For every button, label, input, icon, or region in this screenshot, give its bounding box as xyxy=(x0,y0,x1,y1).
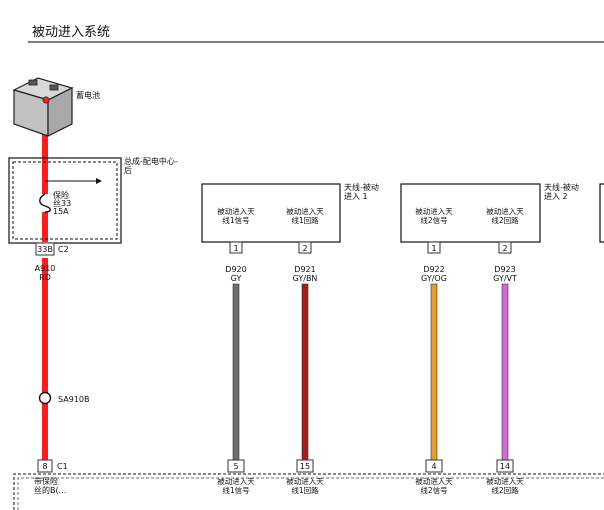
antenna2-pin2-bottom-pin: 14 xyxy=(500,462,510,471)
arrow-head-icon xyxy=(96,178,102,184)
power-center-label-1: 总成-配电中心- xyxy=(124,156,178,166)
antenna1-pin2-top-pin: 2 xyxy=(302,244,307,253)
antenna2-pin1-func-1: 被动进入天 xyxy=(415,206,453,216)
fuse-label-1: 保险 xyxy=(53,190,69,200)
antenna2-pin2-bottom-label-1: 被动进入天 xyxy=(486,476,524,486)
antenna1-pin2-bottom-pin-box xyxy=(296,459,314,473)
connector-c1-pin-label: 8 xyxy=(42,462,47,471)
antenna2-title-2: 进入 2 xyxy=(544,192,568,201)
main-wire-run xyxy=(42,258,48,460)
antenna2-pin1-top-pin-box xyxy=(427,241,441,254)
partial-module-box xyxy=(599,183,604,243)
fuse-rating: 15A xyxy=(53,207,69,216)
antenna2-pin1-bottom-label-2: 线2信号 xyxy=(420,485,447,495)
antenna1-title-1: 天线-被动 xyxy=(344,182,379,192)
antenna2-pin2-func-2: 线2回路 xyxy=(491,215,519,225)
connector-c2-name: C2 xyxy=(58,245,69,254)
main-wire-inside-lower xyxy=(42,212,48,242)
antenna1-pin1-wire-id: D920 xyxy=(225,265,246,274)
page-title: 被动进入系统 xyxy=(32,25,110,40)
antenna2-pin2-bottom-pin-box xyxy=(496,459,514,473)
battery-label: 蓄电池 xyxy=(76,90,100,100)
antenna1-pin1-top-pin: 1 xyxy=(233,244,238,253)
antenna1-pin2-wire xyxy=(301,283,309,461)
splice-label: SA910B xyxy=(58,395,89,404)
bottom-module-label-1: 带保险 xyxy=(34,476,58,486)
connector-c2-pin xyxy=(35,242,55,256)
battery-icon xyxy=(12,77,74,137)
antenna1-title-2: 进入 1 xyxy=(344,192,368,201)
fuse-label-2: 丝33 xyxy=(53,198,71,208)
antenna1-pin1-wire xyxy=(232,283,240,461)
splice-icon xyxy=(38,391,52,405)
main-wire-top xyxy=(42,134,48,158)
antenna-wires: 被动进入天线1信号1D920GY5被动进入天线1信号被动进入天线1回路2D921… xyxy=(217,206,524,495)
bottom-module-outline xyxy=(13,473,604,510)
antenna1-pin1-func-2: 线1信号 xyxy=(222,215,249,225)
antenna2-pin1-func-2: 线2信号 xyxy=(420,215,447,225)
antenna1-box xyxy=(201,183,341,243)
bottom-module-label-2: 丝的B(... xyxy=(34,485,66,495)
antenna1-pin2-func-1: 被动进入天 xyxy=(286,206,324,216)
antenna1-pin2-wire-color: GY/BN xyxy=(293,274,318,283)
antenna1-pin1-top-pin-box xyxy=(229,241,243,254)
antenna1-pin1-bottom-label-1: 被动进入天 xyxy=(217,476,255,486)
antenna1-pin1-bottom-pin: 5 xyxy=(233,462,238,471)
antenna1-pin1-wire-color: GY xyxy=(231,274,242,283)
power-center-inner xyxy=(12,161,118,240)
power-center-label-2: 后 xyxy=(124,165,132,175)
antenna2-pin2-func-1: 被动进入天 xyxy=(486,206,524,216)
antenna2-pin2-wire xyxy=(501,283,509,461)
antenna2-pin1-bottom-pin: 4 xyxy=(431,462,436,471)
bottom-module-inner xyxy=(17,477,604,510)
antenna1-pin2-wire-id: D921 xyxy=(294,265,315,274)
connector-c1-name: C1 xyxy=(57,462,68,471)
antenna1-pin2-top-pin-box xyxy=(298,241,312,254)
antenna1-pin1-bottom-label-2: 线1信号 xyxy=(222,485,249,495)
antenna2-pin2-top-pin: 2 xyxy=(502,244,507,253)
antenna2-pin1-bottom-pin-box xyxy=(425,459,443,473)
antenna2-pin2-wire-color: GY/VT xyxy=(493,274,517,283)
antenna1-pin2-func-2: 线1回路 xyxy=(291,215,319,225)
main-wire-inside xyxy=(42,158,48,194)
power-center-box xyxy=(8,157,122,244)
antenna2-pin2-bottom-label-2: 线2回路 xyxy=(491,485,519,495)
antenna1-pin1-bottom-pin-box xyxy=(227,459,245,473)
connector-c2-pin-label: 33B xyxy=(37,245,53,254)
antenna2-title-1: 天线-被动 xyxy=(544,182,579,192)
main-wire-color: RD xyxy=(39,273,51,282)
antenna2-pin2-top-pin-box xyxy=(498,241,512,254)
antenna2-pin1-wire-id: D922 xyxy=(423,265,444,274)
antenna1-pin1-func-1: 被动进入天 xyxy=(217,206,255,216)
antenna2-pin1-bottom-label-1: 被动进入天 xyxy=(415,476,453,486)
fuse-icon xyxy=(39,193,51,213)
antenna2-box xyxy=(400,183,541,243)
antenna2-pin1-wire xyxy=(430,283,438,461)
connector-c1-pin xyxy=(37,459,53,473)
antenna1-pin2-bottom-label-1: 被动进入天 xyxy=(286,476,324,486)
antenna2-pin2-wire-id: D923 xyxy=(494,265,515,274)
antenna2-pin1-wire-color: GY/OG xyxy=(421,274,447,283)
antenna2-pin1-top-pin: 1 xyxy=(431,244,436,253)
antenna1-pin2-bottom-label-2: 线1回路 xyxy=(291,485,319,495)
antenna1-pin2-bottom-pin: 15 xyxy=(300,462,310,471)
main-wire-id: A910 xyxy=(35,264,56,273)
